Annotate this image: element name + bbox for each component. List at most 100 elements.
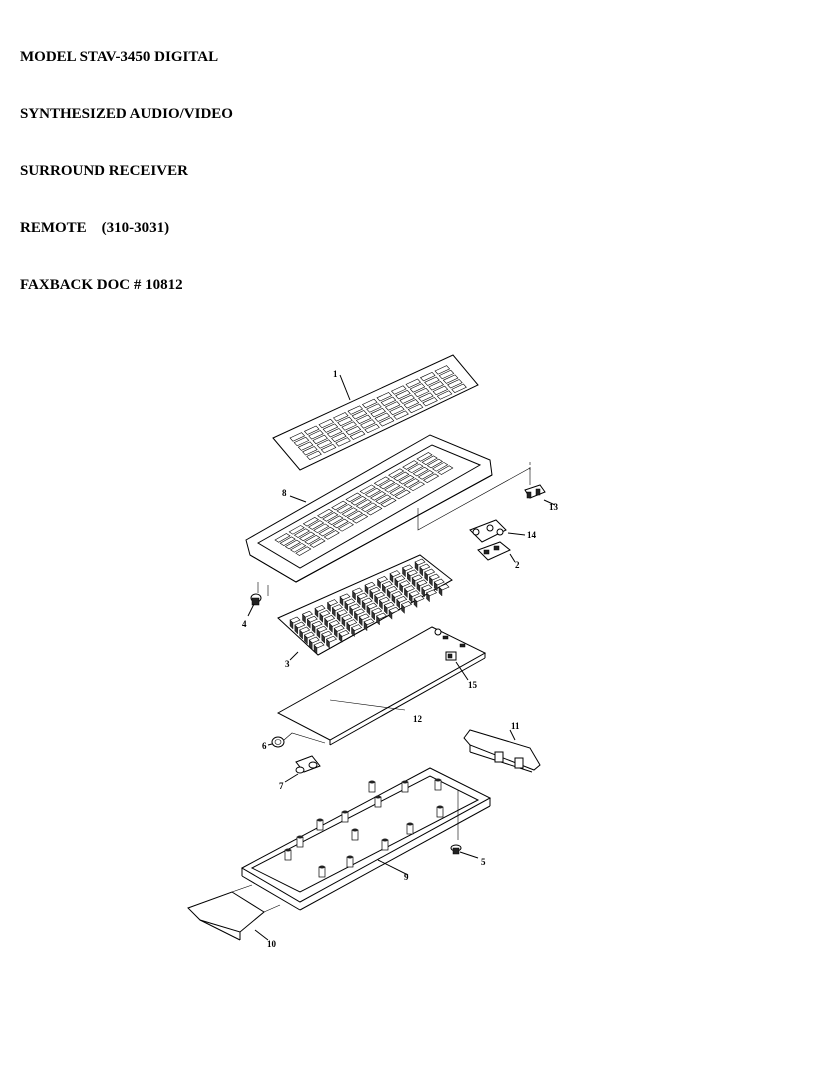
- button-block: [416, 579, 428, 587]
- key-outline: [395, 389, 411, 400]
- key-outline: [309, 538, 326, 548]
- button-block: [369, 586, 381, 594]
- key-outline: [434, 365, 451, 375]
- key-outline: [364, 423, 380, 434]
- key-outline: [420, 371, 436, 382]
- button-block: [351, 587, 364, 595]
- case-post-cap: [369, 780, 375, 784]
- button-block: [366, 602, 378, 610]
- key-outline: [424, 376, 440, 386]
- part-10-battery-door: [187, 884, 281, 941]
- part-9-rear-case: [240, 767, 492, 911]
- key-outline: [370, 491, 387, 501]
- label-part-3: 3: [285, 659, 290, 669]
- button-block: [438, 583, 450, 591]
- key-outline: [290, 543, 307, 553]
- button-block: [313, 641, 325, 649]
- key-outline: [373, 476, 390, 486]
- part-14-bracket: [469, 519, 526, 543]
- part-11-cover-piece: [463, 729, 541, 773]
- button-block: [349, 603, 361, 611]
- key-outline: [337, 416, 353, 427]
- key-outline: [394, 489, 411, 500]
- key-outline: [376, 392, 393, 402]
- key-outline: [403, 478, 420, 488]
- case-post-cap: [435, 778, 441, 782]
- label-part-11: 11: [511, 721, 520, 731]
- label-part-6: 6: [262, 741, 267, 751]
- button-block: [294, 621, 306, 629]
- key-outline: [302, 446, 318, 456]
- part-6-spring: [267, 732, 326, 748]
- label-part-10: 10: [267, 939, 277, 949]
- button-block: [353, 608, 365, 616]
- key-outline: [352, 513, 369, 524]
- header-line-receiver: SURROUND RECEIVER: [20, 163, 188, 179]
- key-outline: [407, 403, 424, 414]
- button-block: [386, 586, 398, 593]
- key-outline: [361, 502, 378, 513]
- part-4-screw: [247, 593, 262, 617]
- key-outline: [437, 465, 454, 475]
- key-outline: [447, 379, 463, 389]
- key-outline: [333, 412, 349, 422]
- button-block: [326, 599, 339, 606]
- button-block: [364, 581, 376, 589]
- key-outline: [416, 452, 433, 462]
- key-outline: [304, 534, 321, 545]
- key-outline: [355, 414, 372, 424]
- key-outline: [284, 539, 301, 550]
- key-outline: [393, 471, 410, 482]
- key-outline: [399, 394, 415, 404]
- key-outline: [428, 381, 444, 391]
- case-post-cap: [319, 865, 325, 869]
- button-block: [361, 597, 373, 605]
- button-block: [374, 591, 386, 599]
- button-block: [311, 620, 323, 628]
- key-outline: [409, 383, 426, 393]
- key-outline: [331, 500, 348, 511]
- case-post-cap: [375, 795, 381, 799]
- label-part-1: 1: [333, 369, 338, 379]
- header-line-remote: REMOTE (310-3031): [20, 220, 170, 236]
- button-block: [358, 613, 370, 621]
- button-block: [363, 618, 375, 626]
- part-labels: 1 2 3 4 5 6 7 8 9 10 11 12 13 14 15: [242, 369, 559, 949]
- button-block: [289, 616, 301, 624]
- key-outline: [412, 466, 429, 477]
- key-outline: [306, 450, 322, 460]
- key-outline: [421, 455, 438, 465]
- part-3-button-mat: [277, 554, 453, 661]
- key-outline: [366, 505, 383, 516]
- label-part-9: 9: [404, 872, 409, 882]
- button-block: [403, 585, 415, 592]
- button-block: [336, 609, 348, 616]
- key-outline: [408, 481, 425, 492]
- button-block: [350, 624, 363, 631]
- key-outline: [423, 473, 440, 483]
- key-outline: [388, 468, 405, 478]
- key-outline: [317, 508, 334, 519]
- key-outline: [346, 510, 363, 521]
- key-outline: [349, 430, 366, 440]
- case-post-cap: [342, 810, 348, 814]
- case-post-cap: [347, 855, 353, 859]
- key-outline: [442, 374, 459, 384]
- button-block: [428, 573, 440, 581]
- key-outline: [293, 436, 310, 447]
- key-outline: [418, 392, 434, 402]
- key-outline: [326, 428, 343, 438]
- button-block: [425, 589, 438, 597]
- key-outline: [318, 526, 335, 537]
- label-part-15: 15: [468, 680, 478, 690]
- key-outline: [378, 417, 395, 427]
- button-block: [400, 601, 413, 608]
- key-outline: [316, 439, 333, 449]
- case-post-cap: [317, 818, 323, 822]
- key-outline: [293, 528, 310, 538]
- key-outline: [374, 412, 391, 422]
- button-block: [419, 563, 431, 571]
- key-outline: [375, 494, 392, 504]
- part-15-ir-component: [445, 651, 469, 681]
- header-line-synthesized: SYNTHESIZED AUDIO/VIDEO: [20, 106, 233, 122]
